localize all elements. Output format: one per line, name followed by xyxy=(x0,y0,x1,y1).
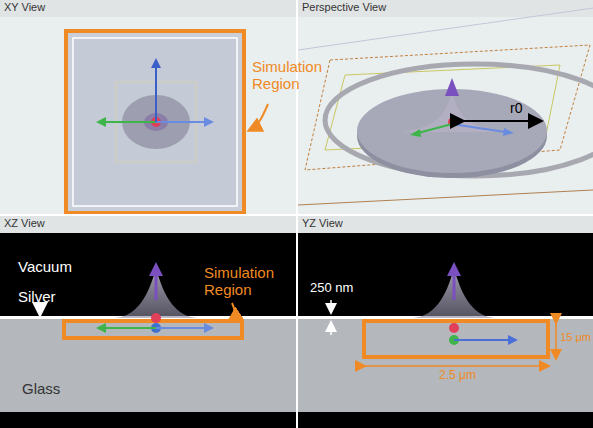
divider xyxy=(0,214,593,216)
dimension-label: 15 μm xyxy=(560,331,591,344)
panel-title: Perspective View xyxy=(302,1,386,14)
perspective-panel xyxy=(298,0,593,214)
region-label: Simulation Region xyxy=(252,58,332,93)
yz-panel xyxy=(298,216,593,428)
panel-title: YZ View xyxy=(302,217,343,230)
medium-label: Glass xyxy=(22,380,60,397)
dimension-label: 2.5 μm xyxy=(437,369,478,383)
dimension-label: 250 nm xyxy=(310,281,353,296)
panel-title: XZ View xyxy=(4,217,45,230)
radius-label: r0 xyxy=(510,100,522,116)
xz-panel xyxy=(0,216,296,428)
medium-label: Silver xyxy=(18,288,56,305)
region-label: Simulation Region xyxy=(204,264,284,299)
panel-title: XY View xyxy=(4,1,45,14)
xy-panel xyxy=(0,0,296,214)
medium-label: Vacuum xyxy=(18,258,72,275)
